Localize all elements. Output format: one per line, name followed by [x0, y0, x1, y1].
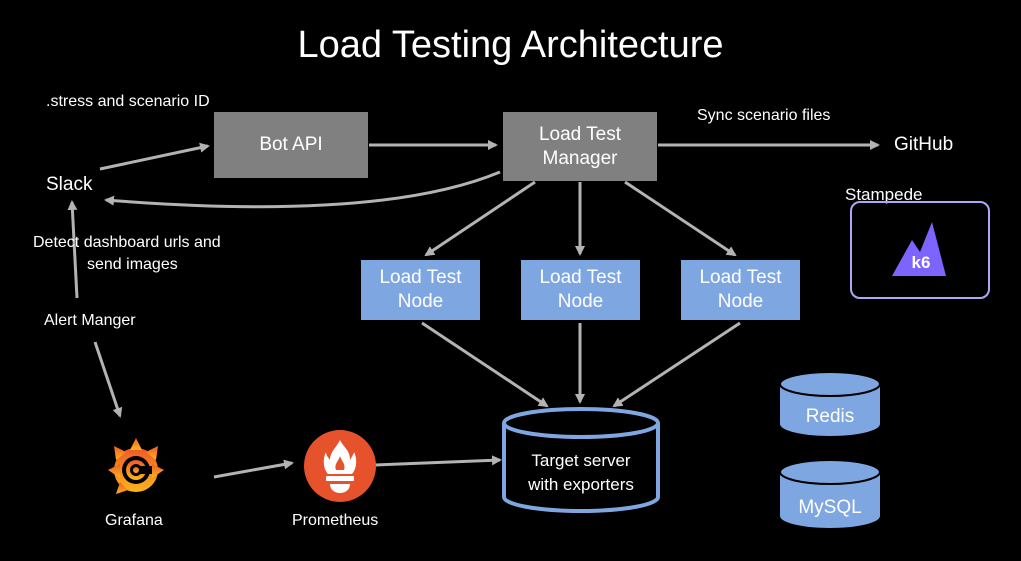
node-label-line2: Node	[717, 291, 764, 312]
grafana-label: Grafana	[105, 512, 163, 529]
stress-command-label: .stress and scenario ID	[46, 93, 210, 110]
mysql-label: MySQL	[798, 497, 862, 518]
alert-manager-label: Alert Manger	[44, 312, 136, 329]
bot-api-label: Bot API	[259, 134, 323, 155]
node-label-line1: Load Test	[379, 267, 462, 288]
node-label-line1: Load Test	[539, 267, 622, 288]
detect-dashboard-label-line1: Detect dashboard urls and	[33, 234, 221, 251]
target-label-line2: with exporters	[528, 475, 634, 494]
load-test-node-2: Load Test Node	[521, 260, 640, 320]
prometheus-logo-icon	[304, 430, 376, 502]
arrow-alert-to-slack	[67, 200, 79, 299]
arrow-slack-to-botapi	[99, 142, 210, 171]
arrow-node1-to-target	[421, 321, 549, 408]
stampede-box	[850, 201, 990, 299]
node-label-line2: Node	[397, 291, 444, 312]
redis-cylinder	[780, 372, 880, 436]
arrow-manager-to-slack	[104, 170, 501, 209]
detect-dashboard-label-line2: send images	[87, 256, 178, 273]
redis-label: Redis	[805, 406, 855, 427]
target-server-cylinder	[502, 407, 660, 513]
k6-logo-text: k6	[912, 253, 931, 272]
github-label: GitHub	[894, 134, 954, 155]
stampede-label: Stampede	[845, 185, 923, 204]
sync-files-label: Sync scenario files	[697, 107, 831, 124]
arrow-manager-to-node1	[424, 180, 536, 257]
k6-logo-icon: k6	[892, 222, 946, 276]
load-test-node-3: Load Test Node	[681, 260, 800, 320]
page-title: Load Testing Architecture	[297, 24, 724, 66]
prometheus-label: Prometheus	[292, 512, 379, 529]
arrow-alert-to-grafana	[93, 341, 123, 418]
mysql-cylinder	[780, 460, 880, 528]
manager-label-line2: Manager	[542, 147, 618, 169]
arrow-node3-to-target	[612, 321, 741, 408]
bot-api-box: Bot API	[214, 112, 368, 178]
node-label-line2: Node	[557, 291, 604, 312]
load-test-manager-box: Load Test Manager	[503, 112, 657, 181]
grafana-logo-icon	[108, 438, 164, 494]
arrow-grafana-to-prometheus	[213, 459, 294, 479]
node-label-line1: Load Test	[699, 267, 782, 288]
slack-label: Slack	[46, 174, 93, 195]
load-test-node-1: Load Test Node	[361, 260, 480, 320]
manager-label-line1: Load Test	[538, 123, 622, 145]
target-server-label: Target server with exporters	[502, 445, 660, 501]
target-label-line1: Target server	[531, 451, 631, 470]
arrow-prometheus-to-target	[374, 455, 502, 467]
arrow-manager-to-node3	[624, 180, 737, 257]
